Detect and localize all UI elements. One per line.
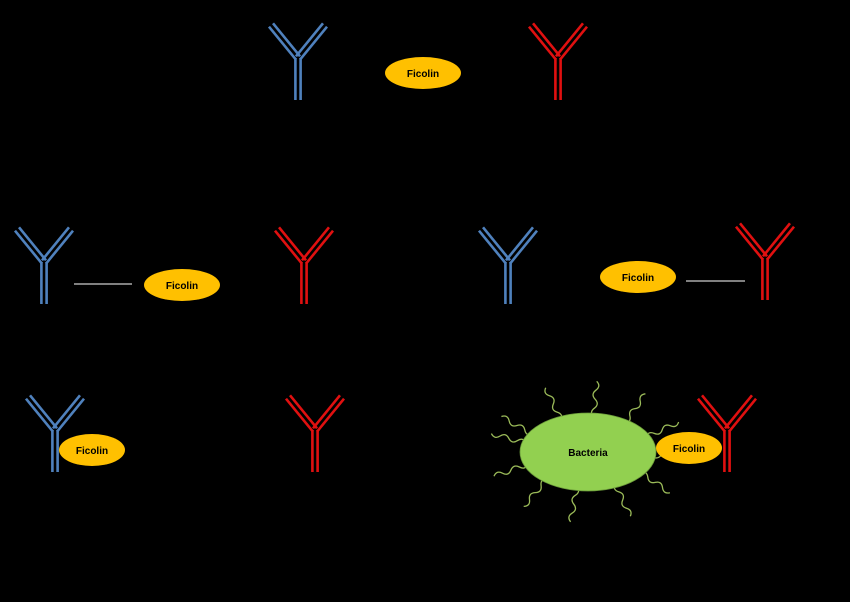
arrow-to-normal xyxy=(335,136,389,200)
outcome-right: Enhanced opsonization & phagocytosis thr… xyxy=(496,575,811,589)
antibody-chain xyxy=(311,394,341,430)
flagellum xyxy=(544,387,563,421)
ficolin-label: Ficolin xyxy=(622,273,654,284)
antibody-chain xyxy=(294,22,324,58)
igg-label: IgG xyxy=(308,382,319,389)
antibody-chain xyxy=(40,226,70,262)
igg-antibody-mid-left: IgG xyxy=(273,215,335,304)
antibody-chain xyxy=(316,397,346,433)
igg-label: IgG xyxy=(310,215,321,222)
flagellum xyxy=(640,471,671,494)
antibody-chain xyxy=(766,225,796,261)
antibody-chain xyxy=(272,22,302,58)
antibody-chain xyxy=(734,225,764,261)
ficolin-label: Ficolin xyxy=(76,446,108,457)
flagellum xyxy=(490,433,527,444)
flagellum xyxy=(624,393,646,424)
antibody-chain xyxy=(300,226,330,262)
antibody-chain xyxy=(45,229,75,265)
ficolin-oval xyxy=(59,434,125,466)
flagellum xyxy=(590,380,600,418)
antibody-chain xyxy=(527,25,557,61)
ficolin-oval xyxy=(600,261,676,293)
antibody-chain xyxy=(701,394,731,430)
antibody-chain xyxy=(739,222,769,258)
flagellum xyxy=(501,415,533,436)
outcome-left-line2: immune over-activation xyxy=(150,575,274,589)
ficolin-label: Ficolin xyxy=(407,69,439,80)
flagellum xyxy=(493,463,529,477)
bacteria: Bacteria xyxy=(490,380,689,523)
bacteria-flagella xyxy=(490,380,689,523)
igg-antibody-bottom-left: IgG xyxy=(284,382,346,472)
antibody-chain xyxy=(305,229,335,265)
igm-antibody-top: IgM xyxy=(267,9,329,100)
ficolin-oval xyxy=(385,57,461,89)
antibody-chain xyxy=(696,397,726,433)
antibody-chain xyxy=(29,394,59,430)
arrow-to-inflammation xyxy=(481,131,534,196)
outcome-left-line1: Regulation of immune complex formation a… xyxy=(55,559,370,573)
igg-antibody-mid-right: IgG xyxy=(734,213,796,300)
ficolin-label: Ficolin xyxy=(166,281,198,292)
ficolin-bound-igg: Ficolin xyxy=(656,432,722,464)
ficolin-label: Ficolin xyxy=(673,444,705,455)
antibody-chain xyxy=(482,226,512,262)
igg-label: IgG xyxy=(572,9,583,16)
igm-label: IgM xyxy=(45,382,57,389)
antibody-chain xyxy=(761,222,791,258)
bacteria-body xyxy=(519,412,657,492)
igg-label: IgG xyxy=(724,382,735,389)
antibody-chain xyxy=(509,229,539,265)
antibody-chain xyxy=(299,25,329,61)
igg-label: IgG xyxy=(762,213,773,220)
antibody-chain xyxy=(723,394,753,430)
antibody-chain xyxy=(273,229,303,265)
antibody-chain xyxy=(278,226,308,262)
igm-label: IgM xyxy=(36,215,48,222)
ficolin-mid-right: Ficolin xyxy=(600,261,676,293)
inflammation-conditions-subtitle: (Ca²⁺ Levels Decreased Ca²⁺) xyxy=(564,159,726,173)
ficolin-oval xyxy=(144,269,220,301)
antibody-chain xyxy=(267,25,297,61)
igg-antibody-top: IgG xyxy=(527,9,589,100)
antibody-chain xyxy=(284,397,314,433)
normal-conditions-subtitle: (Physiological Serum Ca²⁺) xyxy=(197,159,343,173)
ficolin-top: Ficolin xyxy=(385,57,461,89)
antibody-chain xyxy=(289,394,319,430)
normal-conditions-title: Normal Conditions xyxy=(221,143,320,157)
igm-antibody-mid-left: IgM xyxy=(13,215,75,304)
flagellum xyxy=(568,486,580,523)
antibody-chain xyxy=(24,397,54,433)
antibody-chain xyxy=(18,226,48,262)
flagellum xyxy=(613,483,632,517)
ficolin-oval xyxy=(656,432,722,464)
antibody-chain xyxy=(554,22,584,58)
antibody-chain xyxy=(477,229,507,265)
ficolin-mid-left: Ficolin xyxy=(144,269,220,301)
igm-antibody-bottom-left: IgM xyxy=(24,382,86,472)
antibody-chain xyxy=(728,397,758,433)
antibody-chain xyxy=(504,226,534,262)
bacteria-label: Bacteria xyxy=(568,448,608,459)
flagellum xyxy=(523,478,547,508)
igm-label: IgM xyxy=(312,9,324,16)
antibody-chain xyxy=(13,229,43,265)
igm-antibody-mid-right: IgM xyxy=(477,215,539,304)
antibody-chain xyxy=(56,397,86,433)
ficolin-bound-igm: Ficolin xyxy=(59,434,125,466)
igg-antibody-bottom-right: IgG xyxy=(696,382,758,472)
antibody-chain xyxy=(51,394,81,430)
antibody-chain xyxy=(532,22,562,58)
inflammation-conditions-title: Acute Inflammation Conditions xyxy=(564,143,727,157)
antibody-chain xyxy=(559,25,589,61)
igm-label: IgM xyxy=(482,215,494,222)
flagellum xyxy=(645,421,680,438)
